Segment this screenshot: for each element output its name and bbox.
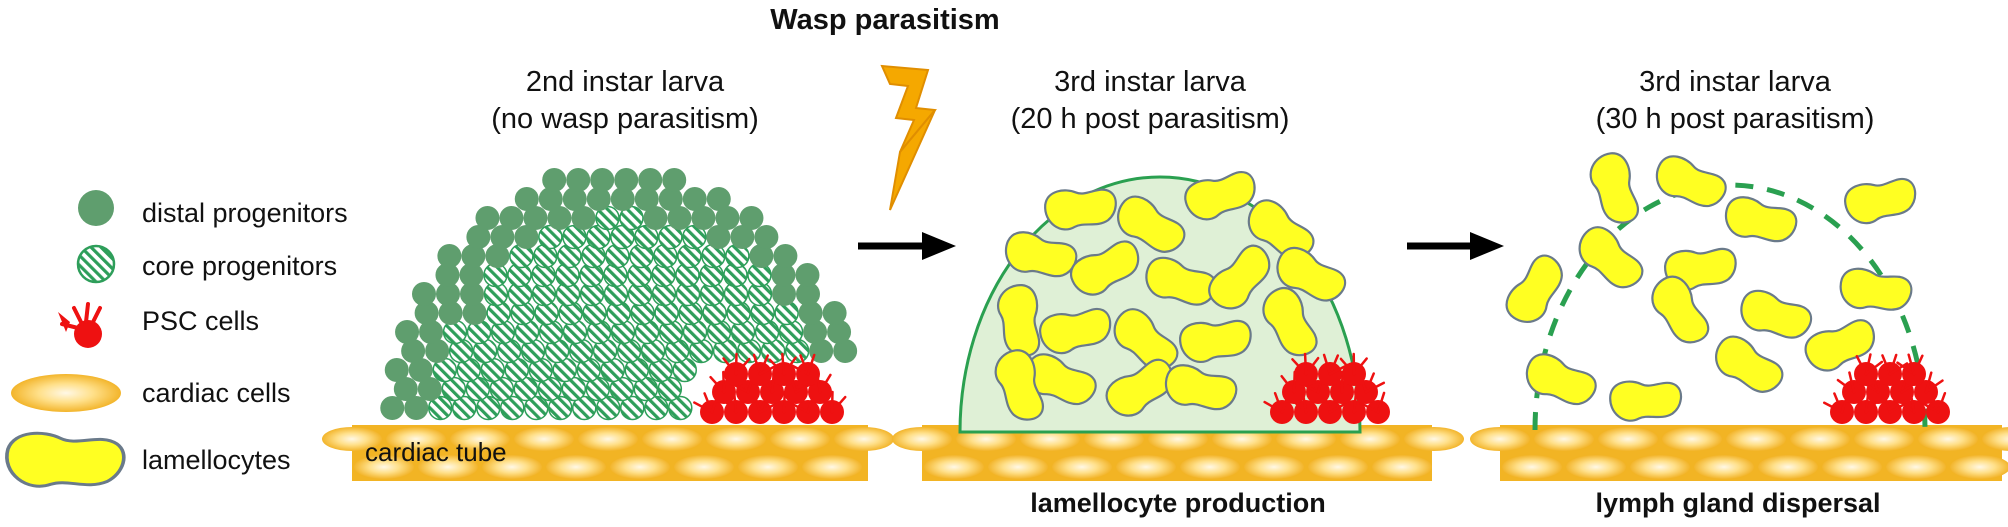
- panel-1-title-line1: 2nd instar larva: [525, 66, 725, 98]
- panel-2-caption: lamellocyte production: [1030, 488, 1326, 518]
- arrow-right-icon-1: [858, 232, 956, 260]
- panel-2-title-line2: (20 h post parasitism): [1010, 103, 1290, 135]
- cardiac-tube-3: [1470, 425, 2008, 481]
- panel-2-title-line1: 3rd instar larva: [1054, 66, 1246, 98]
- psc-cell-icon: [58, 302, 102, 348]
- legend-label-distal: distal progenitors: [142, 198, 348, 228]
- panel-3-title-line2: (30 h post parasitism): [1595, 103, 1875, 135]
- legend-label-psc: PSC cells: [142, 306, 260, 336]
- legend-label-core: core progenitors: [142, 251, 338, 281]
- psc-cluster-2: [1263, 352, 1390, 424]
- psc-cluster-1: [693, 352, 847, 424]
- panel-3-caption: lymph gland dispersal: [1595, 488, 1881, 518]
- cardiac-cell-icon: [11, 374, 121, 412]
- tube-label: cardiac tube: [365, 437, 507, 467]
- header-title: Wasp parasitism: [770, 4, 1000, 36]
- lymph-gland-2nd-instar: [380, 168, 858, 421]
- lamellocyte-icon: [5, 431, 126, 489]
- panel-3-title-line1: 3rd instar larva: [1639, 66, 1831, 98]
- lightning-icon: [880, 64, 937, 211]
- legend-label-lamellocytes: lamellocytes: [142, 445, 291, 475]
- panel-1-title-line2: (no wasp parasitism): [491, 103, 759, 135]
- psc-cluster-3: [1823, 353, 1950, 424]
- arrow-right-icon-2: [1407, 232, 1504, 260]
- cardiac-tube-1: [322, 425, 894, 481]
- distal-progenitor-icon: [78, 190, 114, 226]
- legend-label-cardiac: cardiac cells: [142, 378, 291, 408]
- core-progenitor-icon: [76, 244, 116, 284]
